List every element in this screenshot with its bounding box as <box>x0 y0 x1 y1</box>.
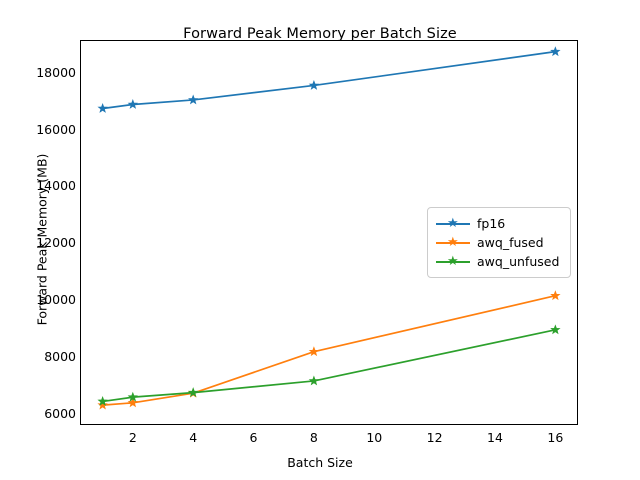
data-point-marker-awq_unfused-1 <box>97 395 108 406</box>
chart-title: Forward Peak Memory per Batch Size <box>183 26 457 42</box>
legend-line-icon <box>436 222 470 225</box>
legend-label: awq_unfused <box>477 254 560 269</box>
x-tick-label: 8 <box>309 430 318 445</box>
data-point-marker-awq_fused-1 <box>97 399 108 410</box>
x-tick-label: 16 <box>547 430 564 445</box>
legend-item-awq_fused[interactable]: ★ awq_fused <box>436 233 562 252</box>
axes-frame <box>80 40 578 425</box>
x-tick-label: 6 <box>249 430 258 445</box>
y-tick-label: 16000 <box>36 121 76 137</box>
x-axis-tick-labels: 2 4 6 8 10 12 14 16 <box>0 430 640 454</box>
legend-line-icon <box>436 260 470 263</box>
x-tick-label: 2 <box>128 430 137 445</box>
data-point-marker-fp16-16 <box>550 46 561 57</box>
data-point-marker-awq_fused-8 <box>308 346 320 357</box>
plot-area <box>80 40 578 425</box>
plot-svg <box>80 40 578 425</box>
data-point-marker-awq_fused-16 <box>550 290 561 301</box>
x-tick-label: 14 <box>487 430 503 445</box>
legend-item-fp16[interactable]: ★ fp16 <box>436 214 562 233</box>
y-tick-label: 6000 <box>44 405 76 421</box>
x-tick-label: 12 <box>426 430 443 445</box>
data-point-marker-fp16-2 <box>127 99 139 109</box>
series-line-fp16 <box>101 50 557 110</box>
y-tick-label: 8000 <box>44 348 76 364</box>
legend-item-awq_unfused[interactable]: ★ awq_unfused <box>436 252 562 271</box>
data-point-marker-fp16-8 <box>308 80 320 90</box>
series-line-awq_unfused <box>101 328 557 403</box>
series-line-awq_fused <box>101 294 557 406</box>
data-point-marker-awq_unfused-8 <box>308 375 320 386</box>
data-point-marker-awq_unfused-16 <box>550 324 561 335</box>
legend-label: fp16 <box>477 216 506 231</box>
y-axis-tick-labels: 6000 8000 10000 12000 14000 16000 18000 <box>10 0 76 480</box>
data-point-marker-awq_unfused-2 <box>127 391 139 402</box>
y-tick-label: 12000 <box>36 235 76 251</box>
y-tick-label: 10000 <box>36 291 76 307</box>
chart-legend[interactable]: ★ fp16 ★ awq_fused ★ awq_unfused <box>427 207 571 278</box>
x-tick-label: 4 <box>189 430 198 445</box>
data-point-marker-fp16-4 <box>187 94 199 105</box>
x-axis-label: Batch Size <box>287 455 353 470</box>
legend-swatch-awq_fused: ★ <box>436 234 470 250</box>
data-point-marker-fp16-1 <box>97 103 108 113</box>
y-tick-label: 18000 <box>36 64 76 80</box>
y-tick-label: 14000 <box>36 178 76 194</box>
legend-line-icon <box>436 241 470 244</box>
legend-label: awq_fused <box>477 235 544 250</box>
data-point-marker-awq_fused-2 <box>127 397 139 408</box>
legend-star-icon: ★ <box>447 215 459 231</box>
legend-swatch-awq_unfused: ★ <box>436 253 470 269</box>
legend-star-icon: ★ <box>447 253 459 269</box>
legend-swatch-fp16: ★ <box>436 215 470 231</box>
data-point-marker-awq_unfused-4 <box>187 387 199 398</box>
x-tick-label: 10 <box>366 430 383 445</box>
legend-star-icon: ★ <box>447 234 459 250</box>
